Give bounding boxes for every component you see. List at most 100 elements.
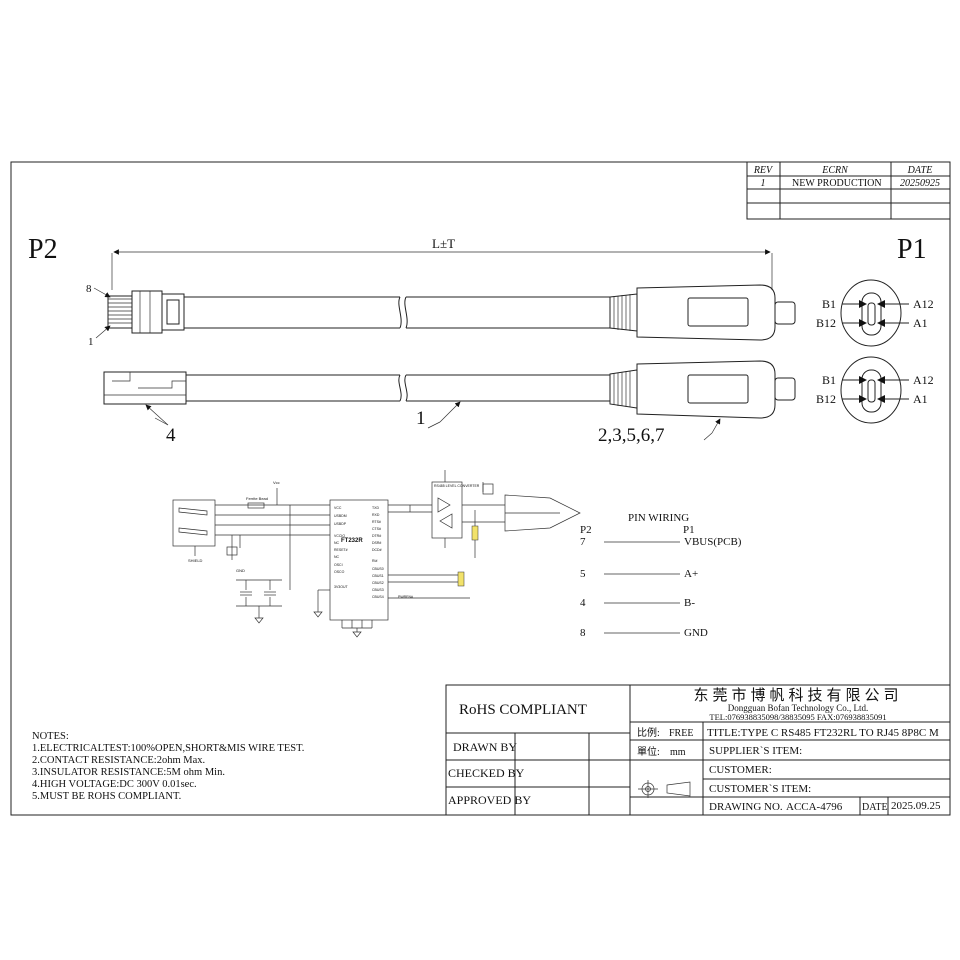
date-value: 2025.09.25 (891, 800, 941, 812)
chip-pin-right: DTR# (372, 534, 381, 538)
chip-pin-left: VCC (334, 506, 342, 510)
p2-label: P2 (28, 234, 58, 265)
rev-value: 1 (761, 178, 766, 189)
checked-by-label: CHECKED BY (448, 766, 525, 780)
chip-pin-right: CBUS0 (372, 567, 384, 571)
pin-a12-top: A12 (913, 297, 934, 311)
pin-wiring-table: PIN WIRING P2 P1 7 VBUS(PCB) 5 A+ 4 B- 8 GND (580, 512, 742, 639)
chip-pin-left: USBDM (334, 514, 347, 518)
shield-label: SHIELD (188, 558, 203, 563)
approved-by-label: APPROVED BY (448, 793, 531, 807)
pin-b12-top: B12 (816, 316, 836, 330)
drawing-title: TITLE:TYPE C RS485 FT232RL TO RJ45 8P8C … (707, 727, 939, 739)
p1-label: P1 (897, 234, 927, 265)
pin-wiring-col-p1: P1 (683, 524, 695, 536)
company-name-en: Dongguan Bofan Technology Co., Ltd. (728, 703, 868, 713)
pin8-label: 8 (86, 283, 92, 295)
scale-value: FREE (669, 728, 693, 739)
scale-label: 比例: (637, 726, 660, 739)
chip-pin-right: PWREN# (398, 595, 413, 599)
company-name-cn: 东莞市博帆科技有限公司 (693, 687, 902, 704)
note-line: 4.HIGH VOLTAGE:DC 300V 0.01sec. (32, 779, 197, 790)
notes-title: NOTES: (32, 731, 69, 742)
note-line: 2.CONTACT RESISTANCE:2ohm Max. (32, 755, 205, 766)
unit-label: 單位: (637, 745, 660, 758)
drawing-no-label: DRAWING NO. (709, 801, 783, 813)
rs485-converter (431, 481, 463, 539)
pin-wiring-title: PIN WIRING (628, 512, 689, 524)
revision-table: REV ECRN DATE 1 NEW PRODUCTION 20250925 (746, 161, 951, 220)
pin-b1-bottom: B1 (822, 373, 836, 387)
chip-pin-left: 3V3OUT (334, 585, 348, 589)
rev-header: REV (753, 165, 774, 176)
chip-pin-left: OSCO (334, 570, 345, 574)
customer: CUSTOMER: (709, 764, 772, 776)
wiring-p2-pin: 5 (580, 568, 586, 580)
cable-assembly-bottom (103, 360, 796, 419)
note-line: 1.ELECTRICALTEST:100%OPEN,SHORT&MIS WIRE… (32, 743, 304, 754)
wiring-p1-signal: A+ (684, 568, 698, 580)
chip-pin-right: CTS# (372, 527, 381, 531)
notes-block: NOTES: 1.ELECTRICALTEST:100%OPEN,SHORT&M… (32, 731, 304, 802)
chip-pin-right: TXD (372, 506, 379, 510)
callout-parts: 2,3,5,6,7 (598, 425, 665, 446)
chip-pin-right: CBUS4 (372, 595, 384, 599)
ft232r-chip (329, 499, 389, 621)
typec-face-bottom: B1 A12 B12 A1 (816, 356, 934, 424)
chip-pin-right: RTS# (372, 520, 381, 524)
length-dimension: L±T (111, 236, 773, 290)
customer-item: CUSTOMER`S ITEM: (709, 783, 811, 795)
note-line: 3.INSULATOR RESISTANCE:5M ohm Min. (32, 767, 225, 778)
vcc-label-top: Vcc (273, 480, 280, 485)
company-tel: TEL:076938835098/38835095 FAX:0769388350… (709, 712, 886, 722)
wiring-p2-pin: 7 (580, 536, 586, 548)
pin-a1-top: A1 (913, 316, 928, 330)
wiring-p1-signal: B- (684, 597, 695, 609)
chip-pin-left: RESET# (334, 548, 348, 552)
callout-1: 1 (416, 408, 426, 429)
chip-pin-right: DCD# (372, 548, 382, 552)
chip-pin-right: DSR# (372, 541, 381, 545)
pin1-label: 1 (88, 336, 94, 348)
chip-pin-left: VCCIO (334, 534, 345, 538)
cable-assembly-top (107, 284, 796, 341)
pin-b1-top: B1 (822, 297, 836, 311)
wiring-p1-signal: GND (684, 627, 708, 639)
chip-pin-left: USBDP (334, 522, 347, 526)
ecrn-header: ECRN (821, 165, 849, 176)
gnd-label-left: GND (236, 568, 245, 573)
wiring-p2-pin: 4 (580, 597, 586, 609)
drawing-no: ACCA-4796 (786, 801, 843, 813)
date-label: DATE (862, 802, 888, 813)
wiring-p1-signal: VBUS(PCB) (684, 536, 742, 548)
chip-pin-right: RXD (372, 513, 380, 517)
pin-wiring-col-p2: P2 (580, 524, 592, 536)
chip-pin-left: NC (334, 541, 340, 545)
ferrite-label: Ferrite Bead (246, 496, 268, 501)
typec-face-top: B1 A12 B12 A1 (816, 279, 934, 347)
pin-a1-bottom: A1 (913, 392, 928, 406)
converter-label: RS485 LEVEL CONVERTER (434, 484, 480, 488)
date-header: DATE (907, 165, 933, 176)
chip-pin-right: CBUS1 (372, 574, 384, 578)
chip-pin-left: NC (334, 555, 340, 559)
callout-4: 4 (166, 425, 176, 446)
unit-value: mm (670, 747, 686, 758)
pin-a12-bottom: A12 (913, 373, 934, 387)
projection-symbol-icon (638, 780, 691, 798)
title-block: RoHS COMPLIANT DRAWN BY CHECKED BY APPRO… (445, 684, 951, 816)
ecrn-value: NEW PRODUCTION (792, 178, 882, 189)
supplier-item: SUPPLIER`S ITEM: (709, 745, 802, 757)
chip-pin-right: CBUS3 (372, 588, 384, 592)
note-line: 5.MUST BE ROHS COMPLIANT. (32, 791, 181, 802)
rohs-compliant: RoHS COMPLIANT (459, 702, 587, 718)
drawn-by-label: DRAWN BY (453, 740, 517, 754)
date-value: 20250925 (900, 178, 940, 189)
circuit-schematic: SHIELD Ferrite Bead Vcc GND FT232R VCC U… (172, 470, 581, 638)
chip-pin-right: CBUS2 (372, 581, 384, 585)
wiring-p2-pin: 8 (580, 627, 586, 639)
chip-pin-right: RI# (372, 559, 378, 563)
chip-label: FT232R (341, 538, 363, 544)
chip-pin-left: OSCI (334, 563, 343, 567)
